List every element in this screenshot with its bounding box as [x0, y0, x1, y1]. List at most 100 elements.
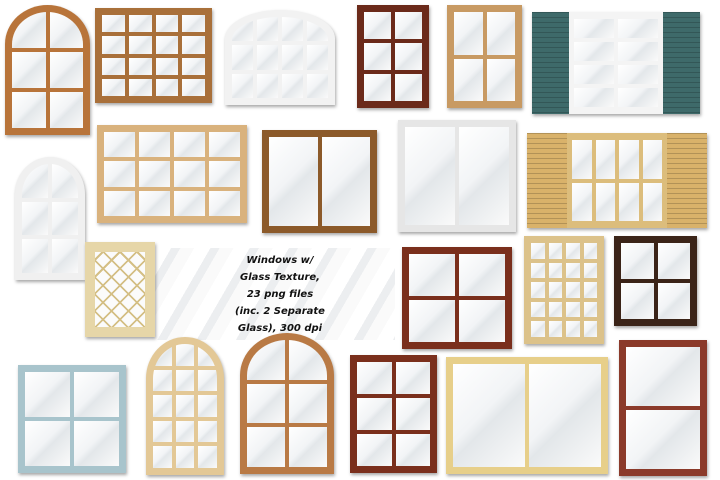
window-panes: [531, 243, 597, 337]
window-panes: [232, 17, 328, 98]
glass-pane: [209, 190, 240, 216]
glass-pane: [395, 74, 422, 101]
window-panes: [574, 19, 658, 107]
glass-pane: [25, 421, 70, 466]
glass-pane: [486, 58, 515, 101]
window-open-casement: [262, 130, 377, 233]
glass-pane: [155, 36, 179, 54]
window-panes: [405, 127, 509, 225]
glass-pane: [282, 73, 303, 98]
caption-line: (inc. 2 Separate: [235, 306, 325, 317]
window-open-casement: [95, 8, 212, 103]
glass-pane: [642, 140, 662, 179]
window-panes: [269, 137, 370, 226]
window-casement: [614, 236, 697, 326]
glass-pane: [175, 446, 195, 468]
glass-pane: [257, 73, 278, 98]
glass-pane: [618, 19, 658, 38]
glass-pane: [52, 239, 78, 273]
glass-pane: [531, 243, 545, 259]
glass-pane: [357, 434, 392, 466]
glass-pane: [209, 161, 240, 187]
glass-pane: [459, 254, 505, 296]
glass-texture-panel: Windows w/ Glass Texture, 23 png files (…: [155, 248, 395, 340]
glass-pane: [531, 301, 545, 318]
glass-pane: [182, 57, 205, 75]
glass-pane: [595, 140, 615, 179]
window-casement: [350, 355, 437, 473]
glass-pane: [583, 282, 597, 298]
window-panes: [453, 364, 601, 467]
shutter-left: [532, 12, 569, 114]
glass-pane: [405, 127, 455, 225]
shutter-right: [667, 133, 707, 228]
glass-pane: [175, 395, 195, 417]
window-open-casement: [398, 120, 516, 232]
glass-pane: [102, 57, 125, 75]
glass-pane: [104, 132, 135, 158]
glass-pane: [459, 127, 509, 225]
glass-pane: [626, 410, 700, 469]
glass-pane: [454, 58, 483, 101]
glass-pane: [395, 12, 422, 39]
glass-pane: [232, 17, 253, 42]
glass-pane: [128, 57, 152, 75]
glass-pane: [182, 15, 205, 33]
window-arched: [240, 333, 334, 474]
window-panes: [572, 140, 662, 221]
glass-pane: [364, 43, 391, 70]
glass-pane: [574, 42, 614, 61]
glass-pane: [357, 398, 392, 430]
glass-pane: [102, 15, 125, 33]
glass-pane: [12, 52, 46, 88]
window-panes: [102, 15, 205, 96]
glass-pane: [139, 161, 170, 187]
window-panes: [454, 12, 515, 101]
promo-caption: Windows w/ Glass Texture, 23 png files (…: [235, 252, 325, 337]
glass-pane: [153, 369, 172, 392]
glass-pane: [232, 73, 253, 98]
window-casement: [402, 247, 512, 349]
window-panes: [626, 347, 700, 469]
glass-pane: [247, 340, 285, 380]
glass-pane: [128, 36, 152, 54]
glass-pane: [247, 427, 285, 467]
window-panes: [104, 132, 240, 216]
glass-pane: [307, 73, 328, 98]
glass-pane: [22, 239, 48, 273]
glass-pane: [459, 300, 505, 342]
glass-pane: [282, 45, 303, 70]
glass-pane: [128, 78, 152, 96]
glass-pane: [548, 301, 562, 318]
glass-pane: [269, 137, 318, 226]
window-diamond-lattice: [85, 242, 155, 337]
window-casement: [447, 5, 522, 108]
glass-pane: [307, 45, 328, 70]
glass-pane: [198, 446, 217, 468]
lattice-glass: [95, 252, 145, 327]
glass-pane: [22, 201, 48, 236]
glass-pane: [583, 301, 597, 318]
glass-pane: [198, 395, 217, 417]
glass-pane: [22, 164, 48, 198]
glass-pane: [289, 383, 327, 424]
glass-pane: [583, 243, 597, 259]
glass-pane: [128, 15, 152, 33]
window-open-casement: [97, 125, 247, 223]
window-shuttered: [532, 12, 700, 114]
glass-pane: [198, 420, 217, 443]
window-panes: [409, 254, 505, 342]
window-panes: [357, 362, 430, 466]
glass-pane: [257, 45, 278, 70]
glass-pane: [364, 12, 391, 39]
glass-pane: [174, 161, 205, 187]
glass-pane: [566, 321, 580, 337]
glass-pane: [74, 421, 119, 466]
glass-pane: [104, 190, 135, 216]
glass-pane: [49, 92, 83, 128]
glass-pane: [572, 140, 592, 179]
window-arched: [146, 337, 224, 475]
glass-pane: [182, 36, 205, 54]
glass-pane: [566, 243, 580, 259]
glass-pane: [395, 398, 430, 430]
